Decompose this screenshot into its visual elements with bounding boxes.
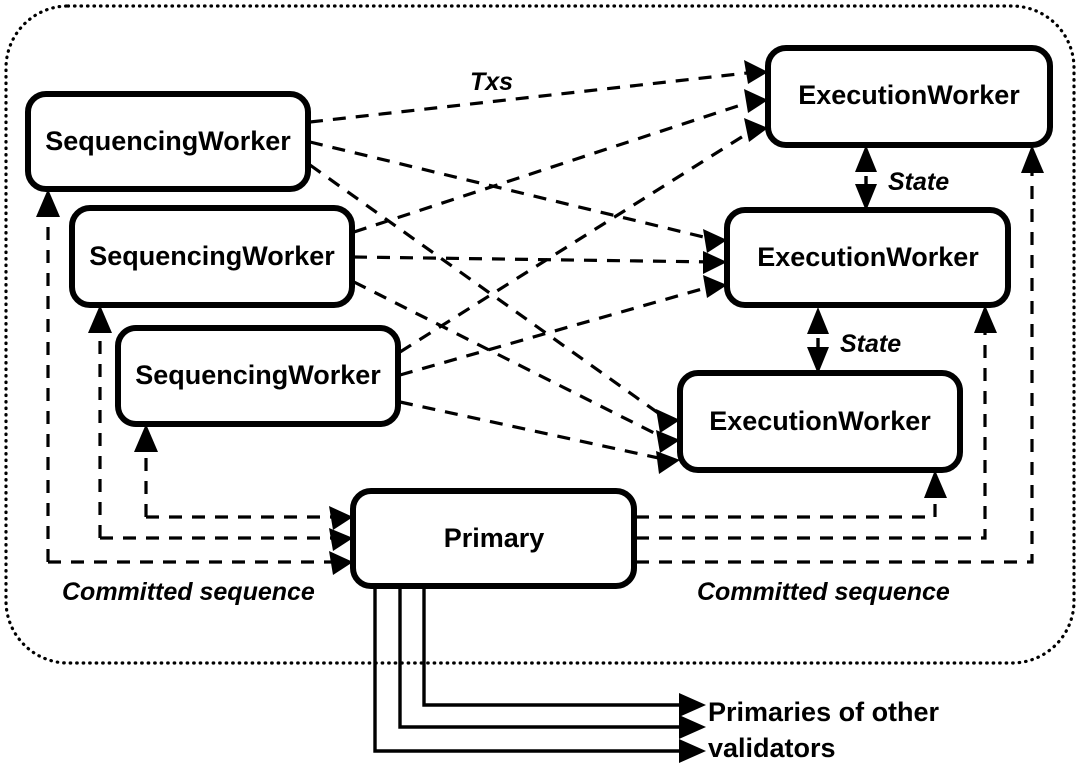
edge-primary-ew2: [636, 325, 987, 540]
edge-sw2-ew1: [353, 98, 757, 234]
arrowhead-ew1-port2: [744, 89, 768, 113]
node-ew3[interactable]: ExecutionWorker: [677, 370, 963, 473]
state-sync-group: [807, 145, 877, 374]
edge-primary-ew1: [636, 165, 1034, 564]
node-sw3[interactable]: SequencingWorker: [115, 325, 401, 427]
edge-sw1-ew2: [309, 140, 717, 242]
edge-sw2-ew2: [353, 255, 717, 264]
arrowhead-external-1: [679, 693, 706, 717]
arrowhead-ew1-bottom-in: [1021, 145, 1044, 173]
arrowhead-ew2-port3: [703, 275, 727, 298]
arrowhead-sw3-in: [134, 424, 158, 452]
node-ew2-shape[interactable]: [724, 207, 1011, 308]
arrowhead-ew2-bottom-in: [974, 305, 997, 333]
edge-sw3-ew2: [399, 283, 717, 377]
committed-sequence-left-group: [36, 189, 353, 575]
arrowhead-sw2-in: [88, 305, 112, 333]
node-sw1[interactable]: SequencingWorker: [25, 91, 311, 192]
node-sw2[interactable]: SequencingWorker: [69, 205, 355, 308]
arrowhead-state-top-down: [855, 184, 877, 211]
edge-sw3-ew1: [399, 126, 757, 354]
label-committed-sequence-left: Committed sequence: [62, 578, 315, 606]
arrowhead-ew1-port3: [744, 118, 768, 142]
node-sw2-label: SequencingWorker: [89, 241, 335, 271]
validator-boundary: [4, 4, 1076, 665]
edge-external-2: [398, 586, 684, 729]
edge-sw3-ew3: [399, 400, 669, 462]
edge-sw1-ew3: [309, 163, 669, 422]
node-sw2-shape[interactable]: [69, 205, 355, 308]
arrowhead-primary-port3: [329, 551, 353, 575]
label-state-bottom: State: [840, 330, 901, 358]
label-state-top: State: [888, 168, 949, 196]
external-primaries-group: [373, 586, 706, 763]
arrowhead-ew3-port1: [656, 409, 680, 433]
node-ew3-label: ExecutionWorker: [709, 406, 931, 436]
node-sw3-shape[interactable]: [115, 325, 401, 427]
label-primaries-of-other: Primaries of other: [708, 697, 940, 727]
arrowhead-ew3-port2: [656, 430, 680, 453]
arrowhead-ew2-port1: [703, 229, 727, 253]
arrowhead-external-2: [679, 715, 706, 739]
node-ew1[interactable]: ExecutionWorker: [765, 45, 1053, 148]
edge-primary-ew3: [636, 490, 937, 519]
node-sw1-shape[interactable]: [25, 91, 311, 192]
edge-external-1: [422, 586, 684, 707]
arrowhead-state-bottom-up: [807, 307, 829, 334]
node-ew1-label: ExecutionWorker: [798, 80, 1020, 110]
node-primary-label: Primary: [444, 523, 545, 553]
label-txs: Txs: [470, 68, 513, 96]
edge-external-3: [373, 586, 684, 753]
committed-sequence-right-group: [636, 145, 1044, 564]
arrowhead-state-bottom-down: [807, 347, 829, 374]
node-sw1-label: SequencingWorker: [45, 126, 291, 156]
label-committed-sequence-right: Committed sequence: [697, 578, 950, 606]
arrowhead-sw1-in: [36, 189, 60, 217]
node-ew1-shape[interactable]: [765, 45, 1053, 148]
label-validators: validators: [708, 733, 836, 763]
arrowhead-ew1-port1: [744, 60, 768, 84]
arrowhead-ew3-port3: [656, 451, 680, 474]
arrowhead-external-3: [679, 739, 706, 763]
node-primary-shape[interactable]: [350, 488, 637, 589]
edge-sw1-ew1: [309, 70, 757, 124]
node-ew2-label: ExecutionWorker: [757, 242, 979, 272]
edge-sw2-ew3: [353, 280, 669, 442]
txs-edges-group: [309, 60, 768, 474]
arrowhead-state-top-up: [855, 145, 877, 172]
arrowhead-primary-port2: [329, 528, 353, 551]
arrowhead-ew2-port2: [703, 251, 727, 274]
node-sw3-label: SequencingWorker: [135, 360, 381, 390]
arrowhead-primary-port1: [329, 506, 353, 530]
node-ew3-shape[interactable]: [677, 370, 963, 473]
node-ew2[interactable]: ExecutionWorker: [724, 207, 1011, 308]
arrowhead-ew3-bottom-in: [924, 470, 947, 498]
node-primary[interactable]: Primary: [350, 488, 637, 589]
